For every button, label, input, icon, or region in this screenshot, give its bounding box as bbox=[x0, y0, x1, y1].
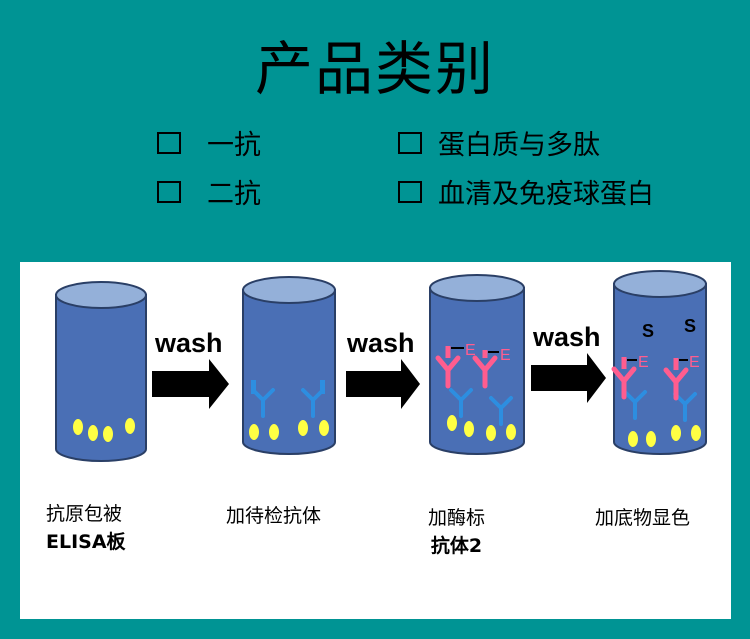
page-title: 产品类别 bbox=[254, 35, 495, 103]
checkbox-icon[interactable] bbox=[157, 131, 181, 154]
antigen-dot bbox=[486, 425, 496, 441]
checkbox-icon[interactable] bbox=[157, 180, 181, 203]
caption-line: 抗原包被 bbox=[46, 503, 123, 525]
category-item-proteins-peptides[interactable]: 蛋白质与多肽 bbox=[398, 123, 600, 162]
antigen-dot bbox=[506, 424, 516, 440]
antigen-dot bbox=[691, 425, 701, 441]
caption-line: 抗体2 bbox=[430, 535, 483, 557]
elisa-diagram: wash wash bbox=[55, 270, 707, 462]
well-step-3: E E bbox=[429, 274, 525, 455]
well-step-4: S S E E bbox=[614, 270, 707, 455]
antigen-dot bbox=[319, 420, 329, 436]
antigen-dot bbox=[249, 424, 259, 440]
antigen-dot bbox=[298, 420, 308, 436]
antigen-dot bbox=[447, 415, 457, 431]
checkbox-icon[interactable] bbox=[398, 180, 422, 203]
caption-line: 加酶标 bbox=[428, 507, 486, 529]
antigen-dot bbox=[269, 424, 279, 440]
step-caption-1: 抗原包被 ELISA板 bbox=[46, 500, 126, 556]
category-item-primary-antibody[interactable]: 一抗 bbox=[157, 123, 261, 162]
substrate-label: S bbox=[684, 316, 696, 336]
category-item-serum-immunoglobulin[interactable]: 血清及免疫球蛋白 bbox=[398, 172, 654, 211]
antigen-dot bbox=[464, 421, 474, 437]
antigen-dot bbox=[103, 426, 113, 442]
enzyme-label: E bbox=[500, 347, 511, 364]
step-caption-2: 加待检抗体 bbox=[226, 502, 321, 530]
substrate-label: S bbox=[642, 321, 654, 341]
antigen-dot bbox=[125, 418, 135, 434]
category-item-secondary-antibody[interactable]: 二抗 bbox=[157, 172, 261, 211]
wash-label: wash bbox=[154, 328, 223, 358]
antigen-dot bbox=[628, 431, 638, 447]
caption-line: 加待检抗体 bbox=[226, 505, 322, 527]
antigen-dot bbox=[646, 431, 656, 447]
category-label: 蛋白质与多肽 bbox=[438, 130, 600, 161]
step-caption-3: 加酶标 抗体2 bbox=[428, 504, 485, 560]
antigen-dot bbox=[671, 425, 681, 441]
antigen-dot bbox=[73, 419, 83, 435]
caption-line: ELISA板 bbox=[46, 531, 126, 553]
enzyme-label: E bbox=[638, 354, 649, 371]
wash-arrow-2: wash bbox=[346, 328, 420, 409]
antigen-dot bbox=[88, 425, 98, 441]
checkbox-icon[interactable] bbox=[398, 131, 422, 154]
caption-line: 加底物显色 bbox=[595, 507, 691, 529]
category-label: 二抗 bbox=[207, 179, 261, 210]
category-label: 一抗 bbox=[207, 130, 261, 161]
enzyme-label: E bbox=[689, 354, 700, 371]
wash-label: wash bbox=[532, 322, 601, 352]
well-step-1 bbox=[55, 281, 147, 462]
well-step-2 bbox=[242, 276, 336, 455]
wash-arrow-1: wash bbox=[152, 328, 229, 409]
elisa-diagram-panel: wash wash bbox=[20, 262, 731, 619]
step-caption-4: 加底物显色 bbox=[595, 504, 690, 532]
enzyme-label: E bbox=[465, 342, 476, 359]
wash-label: wash bbox=[346, 328, 415, 358]
category-label: 血清及免疫球蛋白 bbox=[438, 179, 654, 210]
wash-arrow-3: wash bbox=[531, 322, 606, 403]
